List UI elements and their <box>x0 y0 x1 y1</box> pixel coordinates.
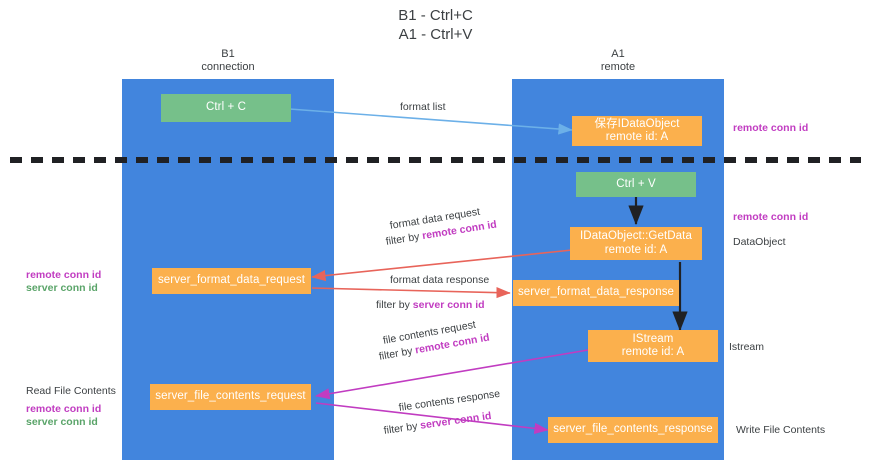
box-server-format-data-response-label: server_format_data_response <box>517 286 675 299</box>
arrow-format-data-response <box>311 287 511 299</box>
arrow-format-list <box>275 107 573 135</box>
annotation-left-remote-conn-id-2: remote conn id <box>26 403 102 415</box>
box-server-file-contents-request[interactable]: server_file_contents_request <box>150 384 311 410</box>
box-server-file-contents-response-label: server_file_contents_response <box>553 423 713 436</box>
box-server-format-data-request-label: server_format_data_request <box>157 274 306 287</box>
label-format-data-response-filter: filter by server conn id <box>376 299 485 312</box>
annotation-write-file-contents: Write File Contents <box>736 424 826 436</box>
annotation-read-file-contents: Read File Contents <box>26 385 116 397</box>
page-title: B1 - Ctrl+C A1 - Ctrl+V <box>0 6 871 44</box>
box-save-idataobject-line1: 保存IDataObject <box>594 117 680 130</box>
box-ctrl-v-label: Ctrl + V <box>616 177 656 190</box>
filter-key-server-conn-id: server conn id <box>412 299 485 311</box>
annotation-dataobject: DataObject <box>733 236 786 248</box>
box-server-file-contents-response[interactable]: server_file_contents_response <box>548 417 718 443</box>
lane-header-a1: A1 remote <box>512 48 724 74</box>
box-server-format-data-request[interactable]: server_format_data_request <box>152 268 311 294</box>
box-ctrl-v[interactable]: Ctrl + V <box>576 172 696 197</box>
box-istream[interactable]: IStream remote id: A <box>588 330 718 362</box>
label-format-data-response: format data response <box>390 274 490 286</box>
lane-header-b1: B1 connection <box>122 48 334 74</box>
box-istream-line2: remote id: A <box>621 346 685 358</box>
annotation-left-server-conn-id-2: server conn id <box>26 416 98 428</box>
box-ctrl-c[interactable]: Ctrl + C <box>161 94 291 122</box>
label-format-list: format list <box>400 101 446 113</box>
arrow-file-contents-response <box>315 402 549 434</box>
box-server-format-data-response[interactable]: server_format_data_response <box>513 280 679 306</box>
annotation-remote-conn-id-mid: remote conn id <box>733 211 809 223</box>
arrow-file-contents-request <box>315 349 589 400</box>
box-idataobject-getdata-line1: IDataObject::GetData <box>580 230 692 242</box>
annotation-left-remote-conn-id-1: remote conn id <box>26 269 102 281</box>
box-server-file-contents-request-label: server_file_contents_request <box>155 390 306 403</box>
arrow-format-data-request <box>311 249 573 282</box>
annotation-left-server-conn-id-1: server conn id <box>26 282 98 294</box>
lane-a1-name: A1 <box>611 48 625 60</box>
box-istream-line1: IStream <box>632 332 674 345</box>
box-save-idataobject[interactable]: 保存IDataObject remote id: A <box>572 116 702 146</box>
lane-b1-name: B1 <box>221 48 235 60</box>
box-ctrl-c-label: Ctrl + C <box>205 101 247 114</box>
title-line-2: A1 - Ctrl+V <box>398 26 473 43</box>
box-idataobject-getdata[interactable]: IDataObject::GetData remote id: A <box>570 227 702 260</box>
annotation-remote-conn-id-top: remote conn id <box>733 122 809 134</box>
filter-prefix: filter by <box>376 299 413 311</box>
box-save-idataobject-line2: remote id: A <box>605 131 669 143</box>
box-idataobject-getdata-line2: remote id: A <box>604 243 668 256</box>
title-line-1: B1 - Ctrl+C <box>398 7 473 24</box>
lane-b1-sub: connection <box>201 61 255 73</box>
annotation-istream: Istream <box>729 341 765 353</box>
lane-a1-sub: remote <box>600 61 636 73</box>
